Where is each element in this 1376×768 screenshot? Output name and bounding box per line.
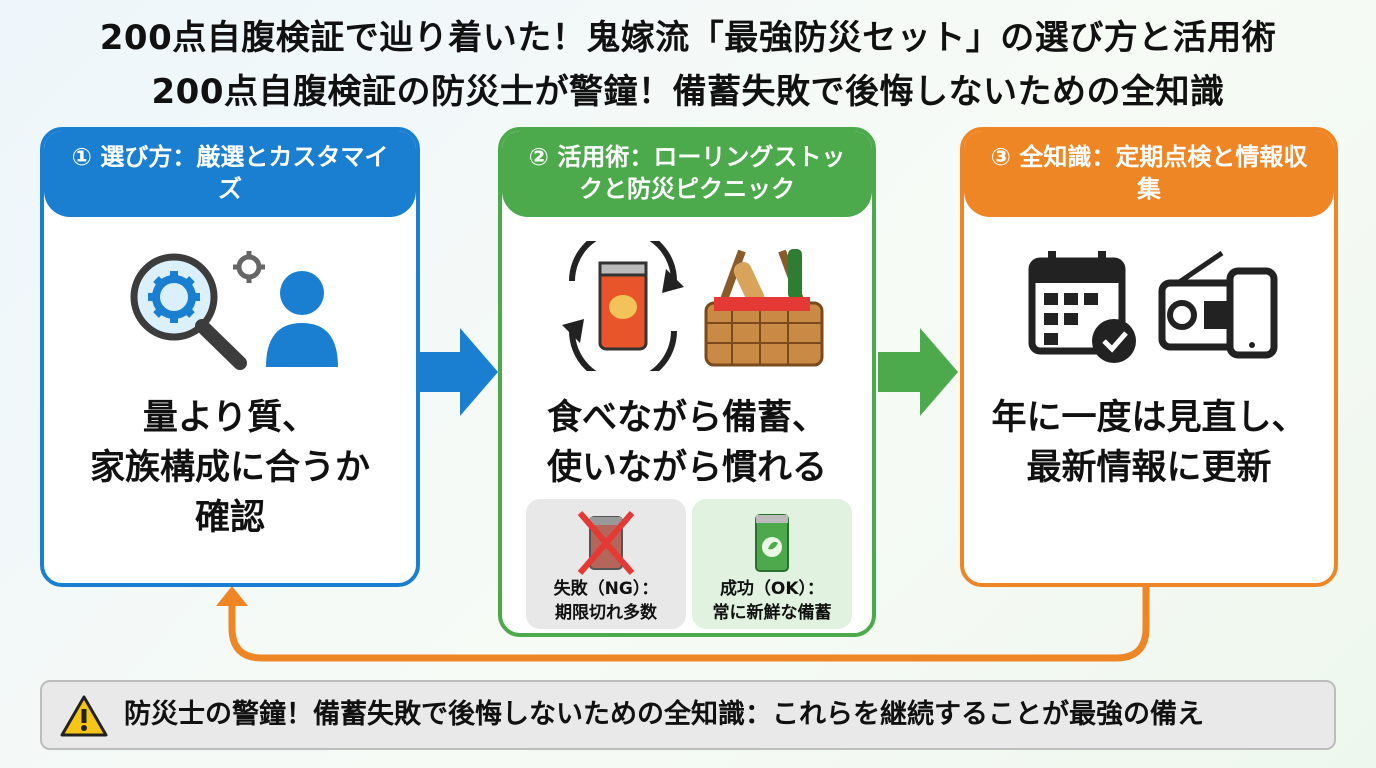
smartphone-icon (1226, 267, 1278, 359)
step-card-usage: ② 活用術：ローリングストックと防災ピクニック (498, 127, 876, 637)
example-ok-panel: 成功（OK）： 常に新鮮な備蓄 (692, 499, 852, 629)
step-body-line: 家族構成に合うか (89, 448, 370, 488)
example-label: 成功（OK）： (719, 579, 825, 599)
step-body-line: 年に一度は見直し、 (991, 398, 1307, 438)
step-card-maintenance: ③ 全知識：定期点検と情報収集 (960, 127, 1338, 587)
rotating-can-icon (562, 227, 684, 385)
gear-icon (233, 251, 265, 283)
flow-arrow-green (878, 328, 958, 416)
picnic-basket-icon (704, 249, 824, 367)
expired-can-crossed-icon (577, 511, 635, 575)
calendar-check-icon (1028, 251, 1136, 363)
flow-arrow-blue (420, 328, 498, 416)
warning-icon (60, 695, 108, 737)
example-label: 失敗（NG）： (553, 579, 659, 599)
example-detail: 常に新鮮な備蓄 (712, 603, 832, 623)
magnifier-gear-icon (130, 253, 247, 370)
step-heading: ① 選び方：厳選とカスタマイズ (44, 131, 416, 217)
step-card-selection: ① 選び方：厳選とカスタマイズ (40, 127, 420, 587)
title-line-1: 200点自腹検証で辿り着いた！鬼嫁流「最強防災セット」の選び方と活用術 (99, 18, 1277, 58)
step-body-line: 食べながら備蓄、 (546, 398, 827, 438)
example-ng-panel: 失敗（NG）： 期限切れ多数 (526, 499, 686, 629)
person-icon (266, 271, 338, 367)
step-heading: ③ 全知識：定期点検と情報収集 (964, 131, 1334, 217)
step-body-line: 確認 (194, 498, 265, 538)
step-body-line: 量より質、 (142, 398, 318, 438)
step-body-line: 使いながら慣れる (546, 448, 827, 488)
warning-banner: 防災士の警鐘！備蓄失敗で後悔しないための全知識：これらを継続することが最強の備え (40, 680, 1336, 750)
radio-icon (1158, 250, 1242, 351)
fresh-can-icon (755, 514, 789, 572)
banner-text: 防災士の警鐘！備蓄失敗で後悔しないための全知識：これらを継続することが最強の備え (124, 699, 1204, 730)
title-line-2: 200点自腹検証の防災士が警鐘！備蓄失敗で後悔しないための全知識 (151, 72, 1225, 112)
example-detail: 期限切れ多数 (555, 603, 657, 623)
step-body-line: 最新情報に更新 (1026, 448, 1272, 488)
step-heading: ② 活用術：ローリングストックと防災ピクニック (502, 131, 872, 217)
